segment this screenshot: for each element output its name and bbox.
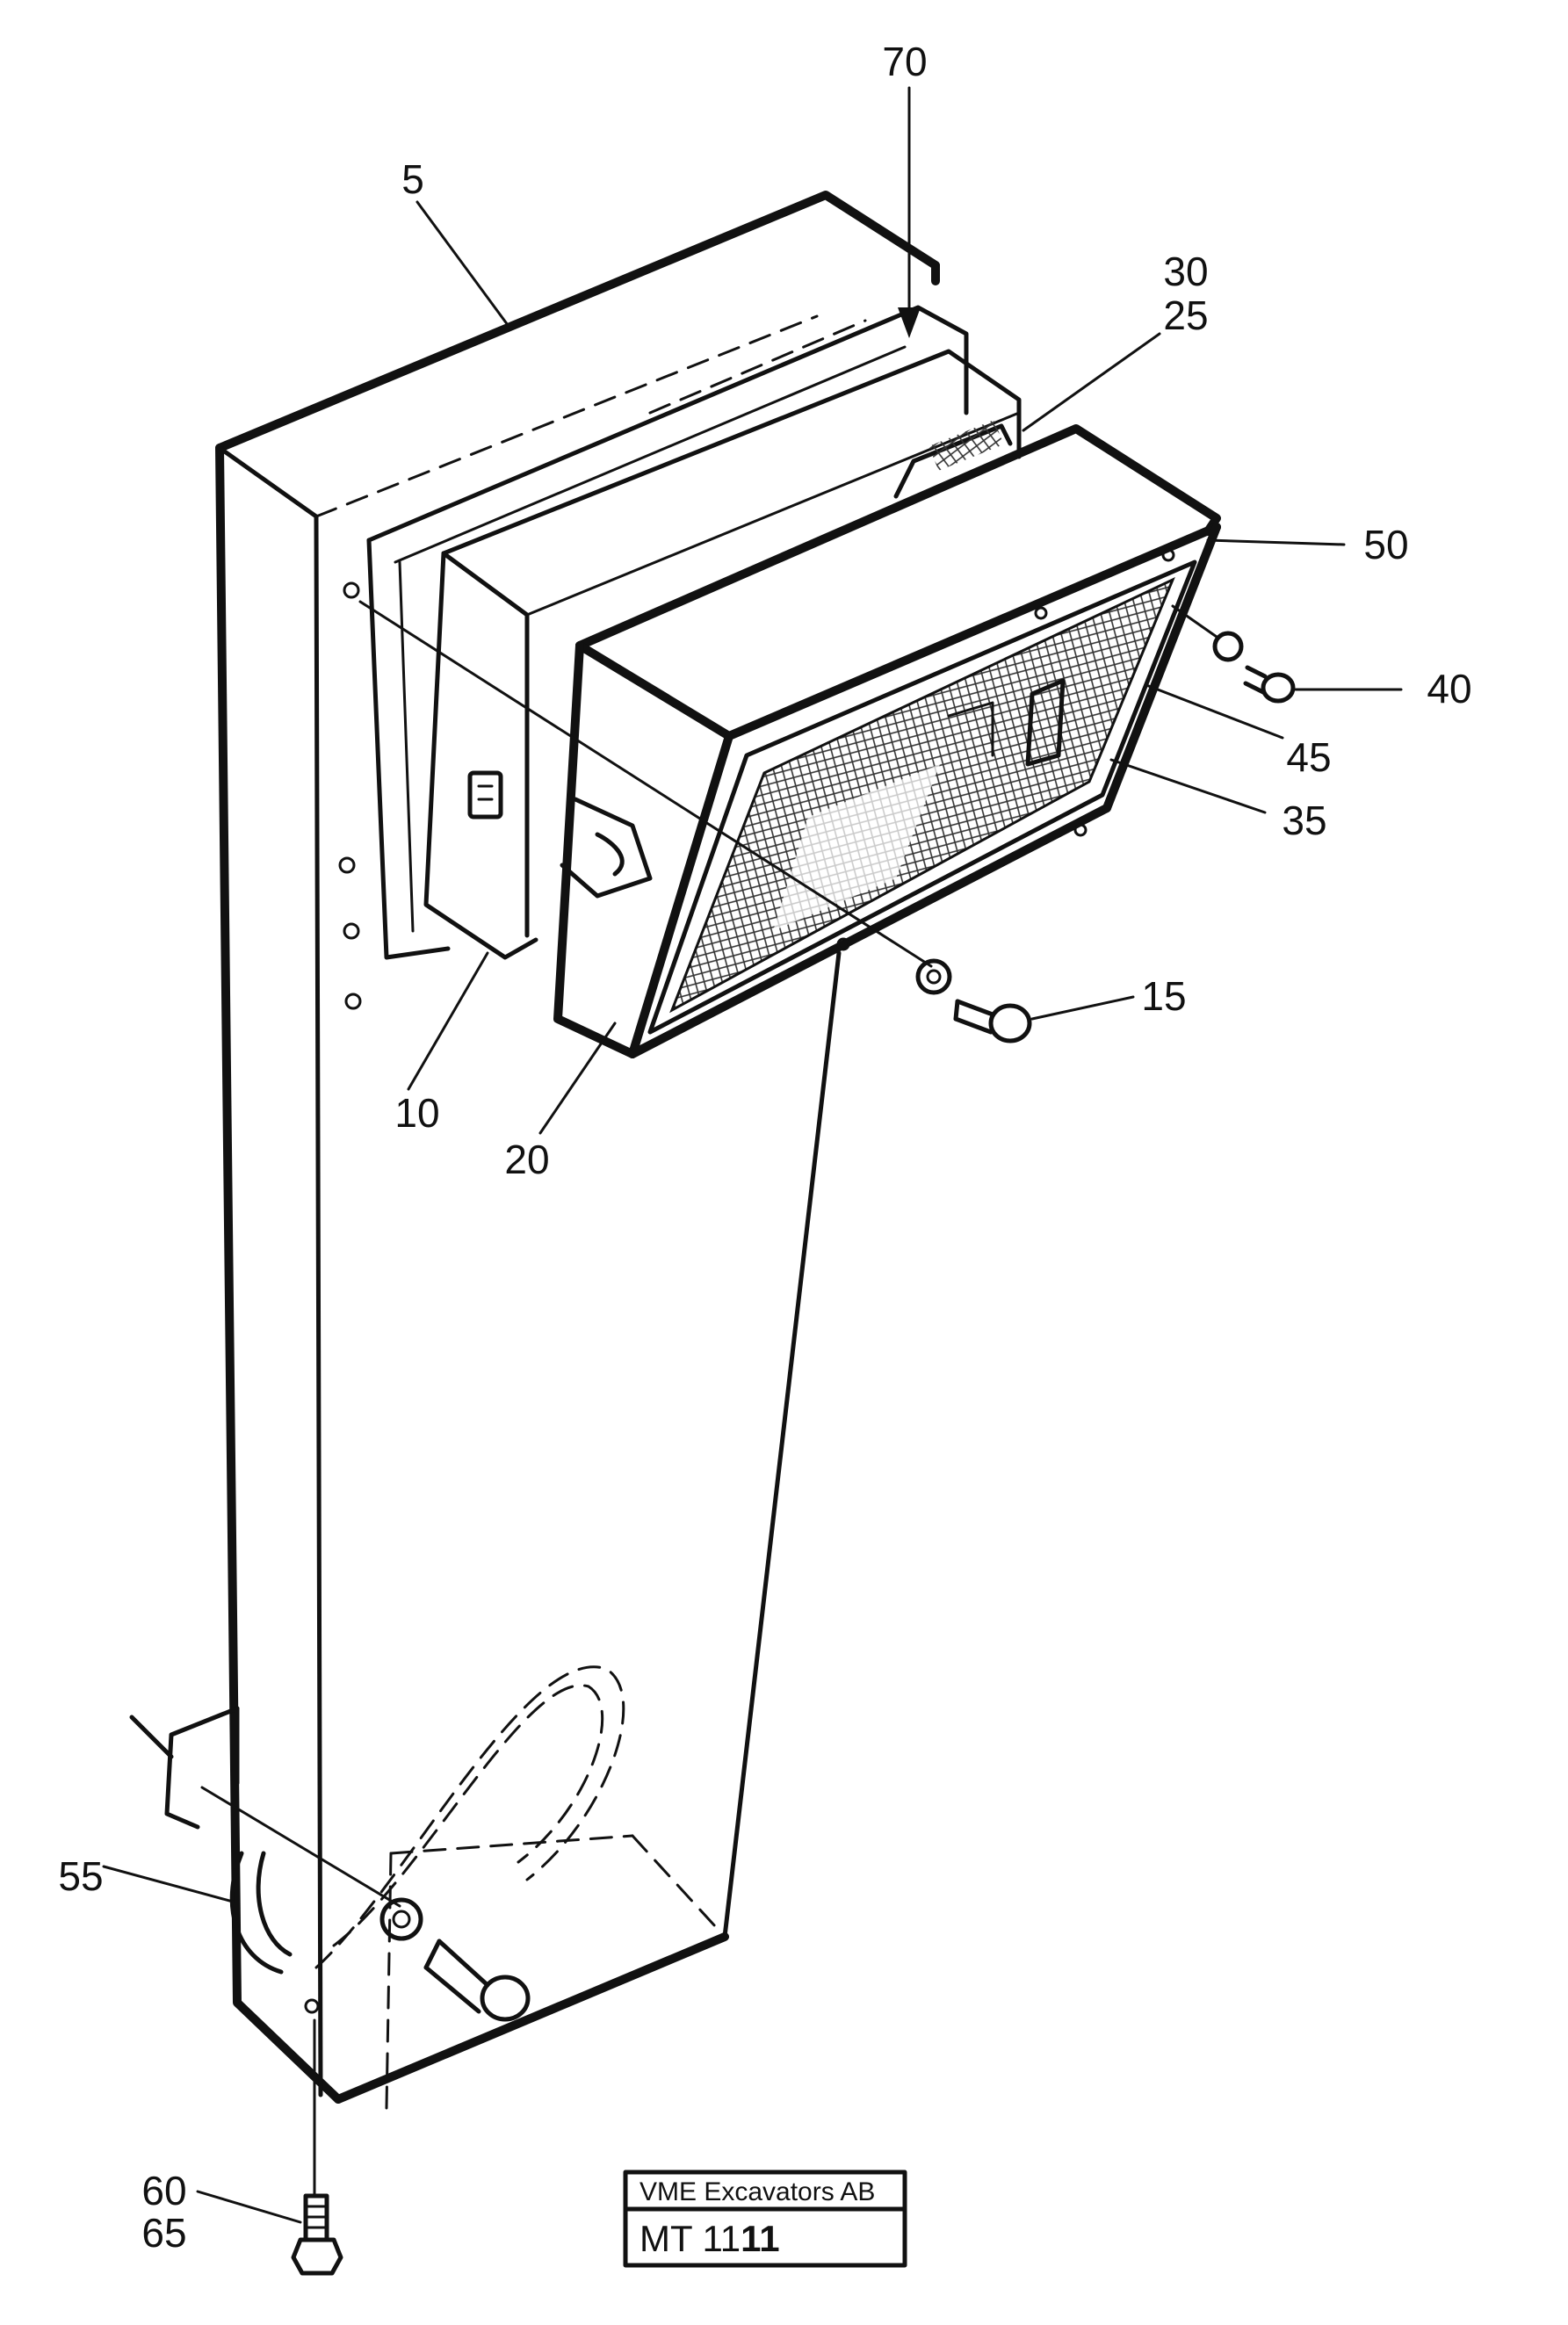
leader-20 [538, 1022, 617, 1135]
latch-clip [893, 420, 1013, 499]
front-lamp-unit [553, 424, 1221, 1058]
callout-labels: 70 5 30 25 50 40 45 35 15 10 20 55 60 65 [58, 39, 1471, 2256]
callout-45: 45 [1286, 734, 1331, 780]
screw-40 [1171, 604, 1296, 704]
callout-5: 5 [401, 156, 424, 202]
leader-10 [407, 951, 489, 1091]
leader-35 [1109, 758, 1267, 814]
callout-15: 15 [1141, 973, 1186, 1019]
leader-55 [102, 1865, 235, 1903]
leader-70-arrow [898, 307, 921, 338]
leader-15 [1030, 995, 1135, 1021]
screw-15 [358, 600, 1032, 1043]
callout-25: 25 [1163, 292, 1208, 338]
callout-35: 35 [1282, 798, 1326, 843]
leader-25 [1022, 332, 1161, 432]
callout-60: 60 [141, 2168, 186, 2213]
mounting-hook [129, 1665, 625, 2022]
gasket-frame [366, 305, 969, 960]
leader-60 [196, 2190, 302, 2224]
stamp-code: MT 1111 [639, 2218, 780, 2259]
stamp-code-prefix: MT 11 [639, 2218, 741, 2259]
callout-50: 50 [1363, 522, 1408, 567]
bottom-screw [291, 2018, 343, 2276]
callout-55: 55 [58, 1853, 103, 1899]
title-stamp: VME Excavators AB MT 1111 [623, 2170, 907, 2268]
leader-lines [102, 86, 1403, 2224]
callout-65: 65 [141, 2210, 186, 2256]
stamp-company: VME Excavators AB [639, 2177, 875, 2206]
stamp-code-suffix: 11 [741, 2218, 779, 2259]
callout-30: 30 [1163, 249, 1208, 294]
callout-20: 20 [504, 1137, 549, 1182]
callout-10: 10 [394, 1090, 439, 1136]
leader-5 [415, 200, 509, 327]
callout-70: 70 [882, 39, 927, 84]
leader-45 [1145, 683, 1284, 740]
leader-50 [1206, 538, 1346, 546]
housing-panel [215, 191, 940, 2110]
callout-40: 40 [1427, 666, 1471, 711]
